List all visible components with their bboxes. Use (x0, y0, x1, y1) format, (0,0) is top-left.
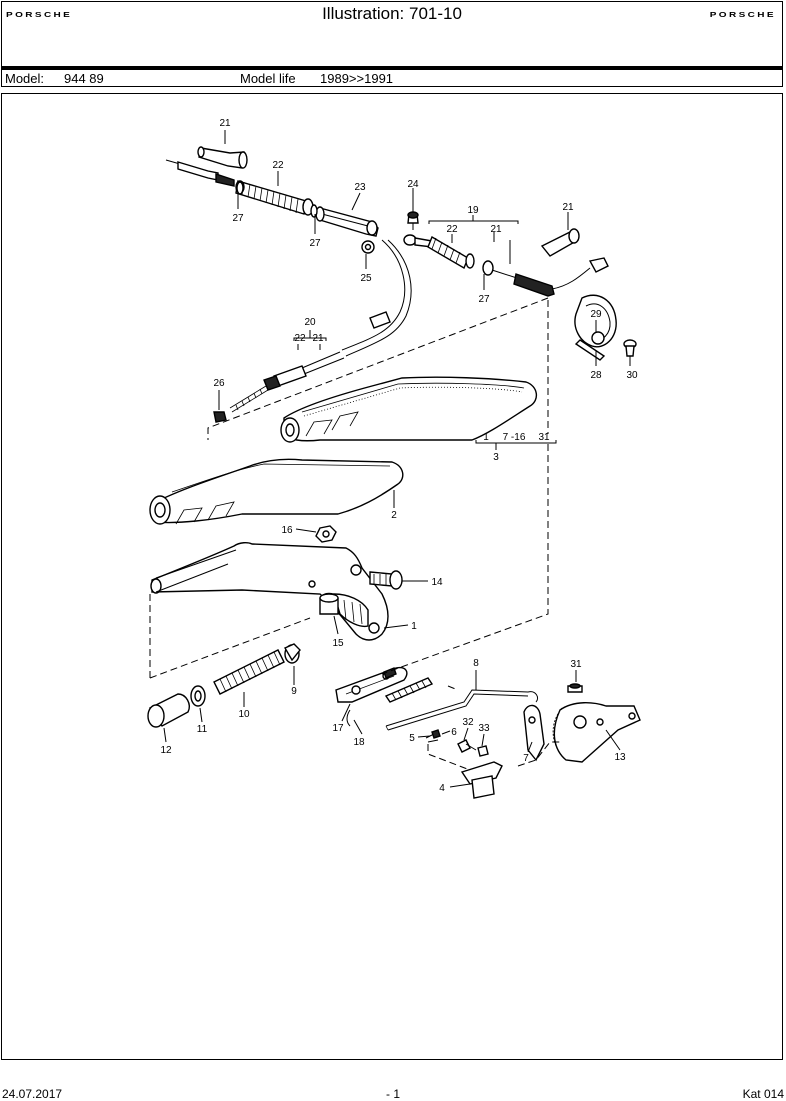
part-label: 14 (431, 577, 443, 588)
page-title: Illustration: 701-10 (322, 4, 462, 23)
part-label: 5 (409, 733, 415, 744)
part-4-clip (460, 761, 503, 799)
part-8-rod (385, 689, 539, 731)
part-label: 1 (411, 621, 417, 632)
part-label-layer: 21 22 23 24 27 27 25 19 22 21 21 27 29 2… (160, 118, 638, 794)
part-label: 10 (238, 709, 250, 720)
part-label: 29 (590, 309, 602, 320)
cable-end-rod (165, 159, 235, 187)
part-label: 24 (407, 179, 419, 190)
part-label: 27 (478, 294, 490, 305)
part-10-spring (213, 649, 285, 695)
part-label: 33 (478, 723, 490, 734)
model-life-value: 1989>>1991 (320, 71, 394, 86)
part-1-lever (150, 541, 389, 641)
part-13-sector (552, 702, 641, 763)
porsche-logo-left: PORSCHE (6, 11, 73, 20)
model-label: Model: (5, 71, 45, 86)
leader-lines (163, 130, 631, 788)
diagram-canvas: 21 22 23 24 27 27 25 19 22 21 21 27 29 2… (147, 118, 641, 799)
part-15-button (319, 592, 339, 615)
part-label: 8 (473, 658, 479, 669)
part-label: 30 (626, 370, 638, 381)
footer-date: 24.07.2017 (2, 1087, 63, 1101)
part-label: 23 (354, 182, 366, 193)
part-11-washer (190, 685, 206, 707)
part-label: 16 (281, 525, 293, 536)
part-label: 19 (467, 205, 479, 216)
part-25-nut (361, 240, 375, 254)
part-12-cap (147, 693, 190, 728)
part-label: 21 (312, 333, 324, 344)
part-26-nut (213, 411, 227, 423)
part-14-pin (369, 570, 403, 590)
part-33-nut (477, 745, 489, 757)
part-label: 21 (219, 118, 231, 129)
part-label: 7 -16 (503, 432, 526, 443)
part-label: 27 (232, 213, 244, 224)
part-17-pawl (335, 666, 408, 703)
part-label: 18 (353, 737, 365, 748)
footer-catalog: Kat 014 (742, 1087, 784, 1101)
part-label: 4 (439, 783, 445, 794)
part-24-bolt (407, 211, 419, 230)
part-2-handle-grip (149, 458, 404, 525)
part-label: 1 (483, 432, 489, 443)
part-label: 6 (451, 727, 457, 738)
assembly-guide-lines (149, 297, 560, 771)
part-32-bolt (457, 739, 477, 753)
part-9-bush (284, 643, 301, 664)
part-label: 31 (538, 432, 550, 443)
part-label: 32 (462, 717, 474, 728)
part-label: 21 (562, 202, 574, 213)
part-30-bolt (623, 339, 637, 357)
part-label: 26 (213, 378, 225, 389)
part-label: 15 (332, 638, 344, 649)
header: PORSCHE Illustration: 701-10 PORSCHE (1, 1, 783, 67)
model-life-label: Model life (240, 71, 296, 86)
part-31-pin (567, 683, 583, 693)
part-label: 9 (291, 686, 297, 697)
part-label: 7 (523, 753, 529, 764)
exploded-parts-diagram: 21 22 23 24 27 27 25 19 22 21 21 27 29 2… (1, 93, 783, 1060)
part-label: 28 (590, 370, 602, 381)
part-21-boot-right (540, 228, 580, 257)
part-19-cable-assembly (403, 234, 609, 297)
footer-page-number: - 1 (386, 1087, 401, 1101)
part-5-screw (425, 729, 441, 743)
part-label: 17 (332, 723, 344, 734)
part-label: 22 (294, 333, 306, 344)
part-label: 11 (197, 724, 208, 735)
part-label: 22 (272, 160, 284, 171)
part-23-bracket (315, 206, 379, 237)
model-value: 944 89 (64, 71, 104, 86)
part-label: 20 (304, 317, 316, 328)
part-label: 31 (570, 659, 582, 670)
part-18-spring-small (346, 677, 434, 727)
part-label: 2 (391, 510, 397, 521)
part-label: 21 (490, 224, 502, 235)
part-label: 22 (446, 224, 458, 235)
porsche-logo-right: PORSCHE (709, 11, 776, 20)
part-16-nut (315, 525, 337, 543)
part-label: 3 (493, 452, 499, 463)
part-21-boot-top (197, 146, 248, 169)
part-label: 25 (360, 273, 372, 284)
model-info-bar: Model: 944 89 Model life 1989>>1991 (1, 67, 783, 87)
part-label: 12 (160, 745, 172, 756)
part-label: 13 (614, 752, 626, 763)
part-20-cable (229, 239, 412, 413)
part-7-pawl (523, 704, 545, 762)
part-3-handle-cover (280, 376, 537, 443)
part-22-spring-top (235, 180, 314, 216)
part-label: 27 (309, 238, 321, 249)
